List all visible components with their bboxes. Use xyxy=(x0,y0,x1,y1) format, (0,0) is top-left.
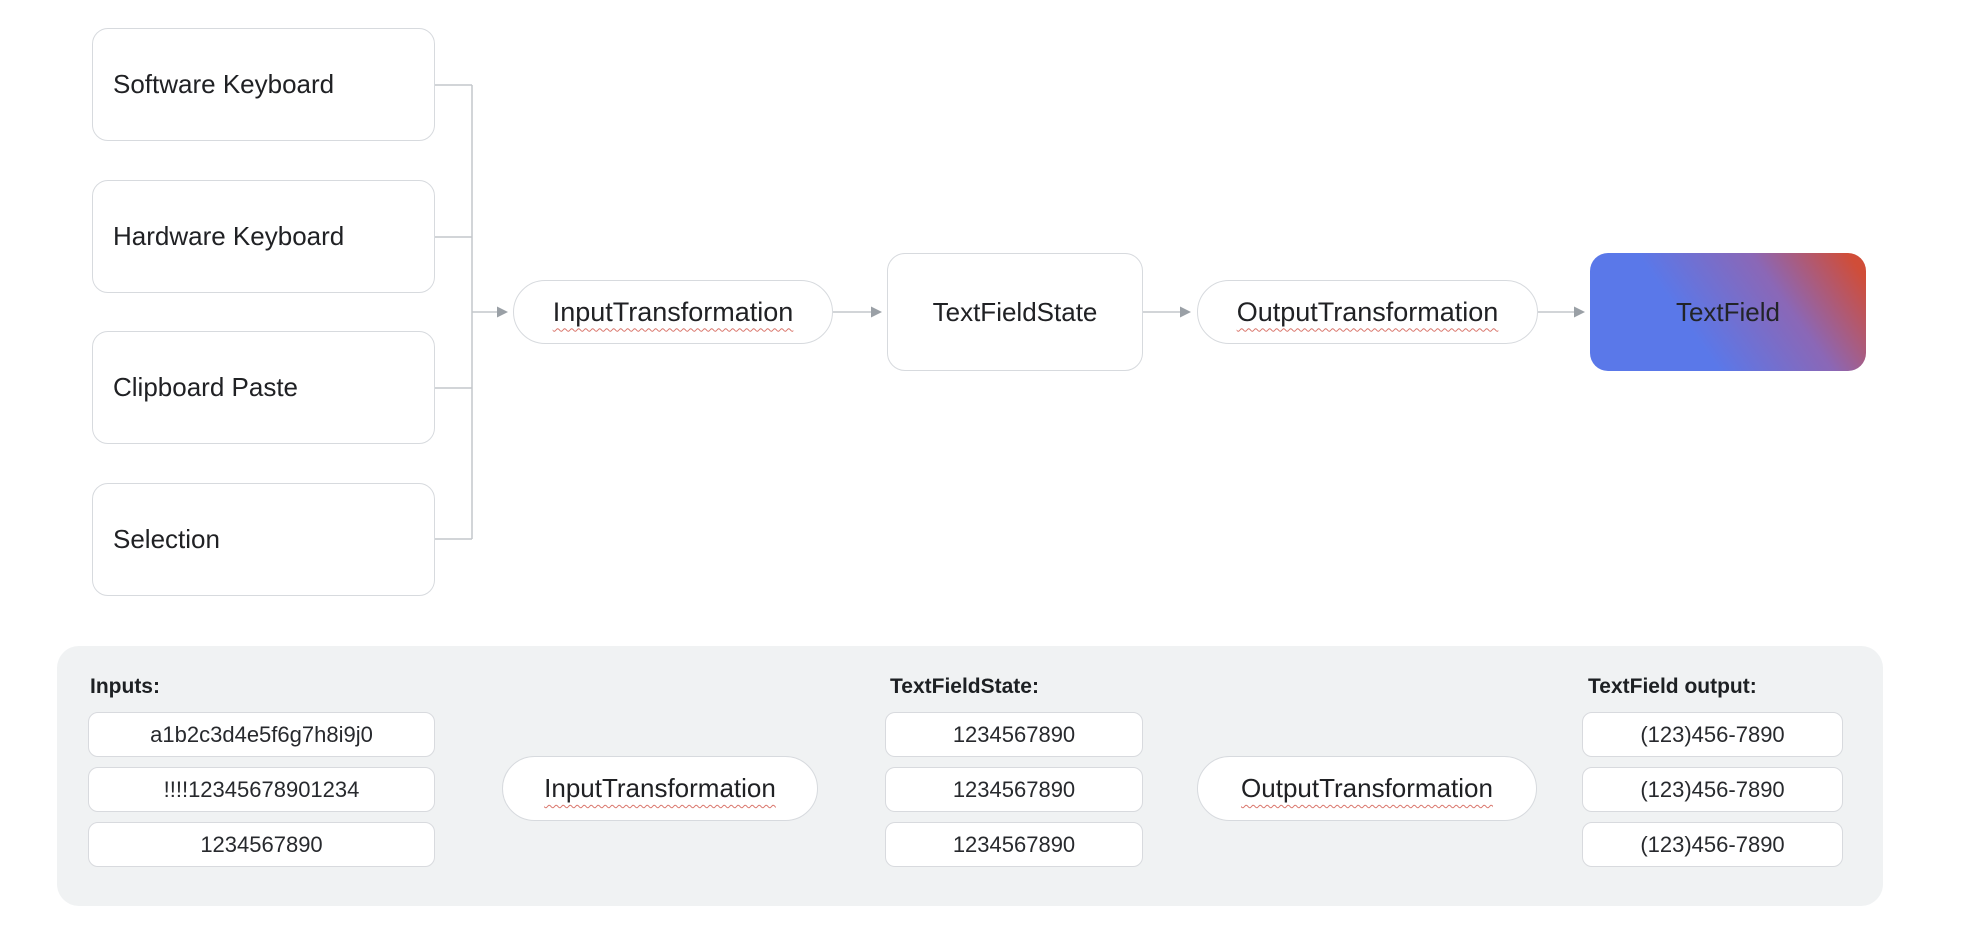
state-value: 1234567890 xyxy=(952,831,1076,857)
node-label: InputTransformation xyxy=(544,773,776,803)
source-label: Software Keyboard xyxy=(113,69,335,99)
source-box-hardware-keyboard: Hardware Keyboard xyxy=(92,180,435,293)
source-box-clipboard-paste: Clipboard Paste xyxy=(92,331,435,444)
node-textfield: TextField xyxy=(1590,253,1866,371)
textfieldstate-label: TextFieldState: xyxy=(890,675,1039,698)
state-value: 1234567890 xyxy=(952,721,1076,747)
node-input-transformation: InputTransformation xyxy=(513,280,833,344)
state-value-box: 1234567890 xyxy=(885,822,1143,867)
output-value-box: (123)456-7890 xyxy=(1582,712,1843,757)
output-value-box: (123)456-7890 xyxy=(1582,822,1843,867)
node-input-transformation-example: InputTransformation xyxy=(502,756,818,821)
state-value-box: 1234567890 xyxy=(885,712,1143,757)
source-box-selection: Selection xyxy=(92,483,435,596)
output-value: (123)456-7890 xyxy=(1640,776,1785,802)
source-label: Selection xyxy=(113,524,220,554)
node-label: TextField xyxy=(1675,296,1781,327)
output-value-box: (123)456-7890 xyxy=(1582,767,1843,812)
input-value: a1b2c3d4e5f6g7h8i9j0 xyxy=(150,721,373,747)
source-box-software-keyboard: Software Keyboard xyxy=(92,28,435,141)
source-label: Hardware Keyboard xyxy=(113,221,345,251)
node-label: OutputTransformation xyxy=(1241,773,1493,803)
output-value: (123)456-7890 xyxy=(1640,831,1785,857)
input-value: !!!!12345678901234 xyxy=(163,776,360,802)
node-textfieldstate: TextFieldState xyxy=(887,253,1143,371)
input-value-box: 1234567890 xyxy=(88,822,435,867)
output-value: (123)456-7890 xyxy=(1640,721,1785,747)
input-value: 1234567890 xyxy=(200,831,323,857)
state-value: 1234567890 xyxy=(952,776,1076,802)
node-output-transformation-example: OutputTransformation xyxy=(1197,756,1537,821)
source-label: Clipboard Paste xyxy=(113,372,298,402)
input-value-box: !!!!12345678901234 xyxy=(88,767,435,812)
input-value-box: a1b2c3d4e5f6g7h8i9j0 xyxy=(88,712,435,757)
node-output-transformation: OutputTransformation xyxy=(1197,280,1538,344)
textfield-output-label: TextField output: xyxy=(1588,675,1757,698)
state-value-box: 1234567890 xyxy=(885,767,1143,812)
node-label: OutputTransformation xyxy=(1236,296,1499,327)
inputs-label: Inputs: xyxy=(90,675,160,698)
node-label: InputTransformation xyxy=(552,296,794,327)
node-label: TextFieldState xyxy=(932,296,1098,327)
